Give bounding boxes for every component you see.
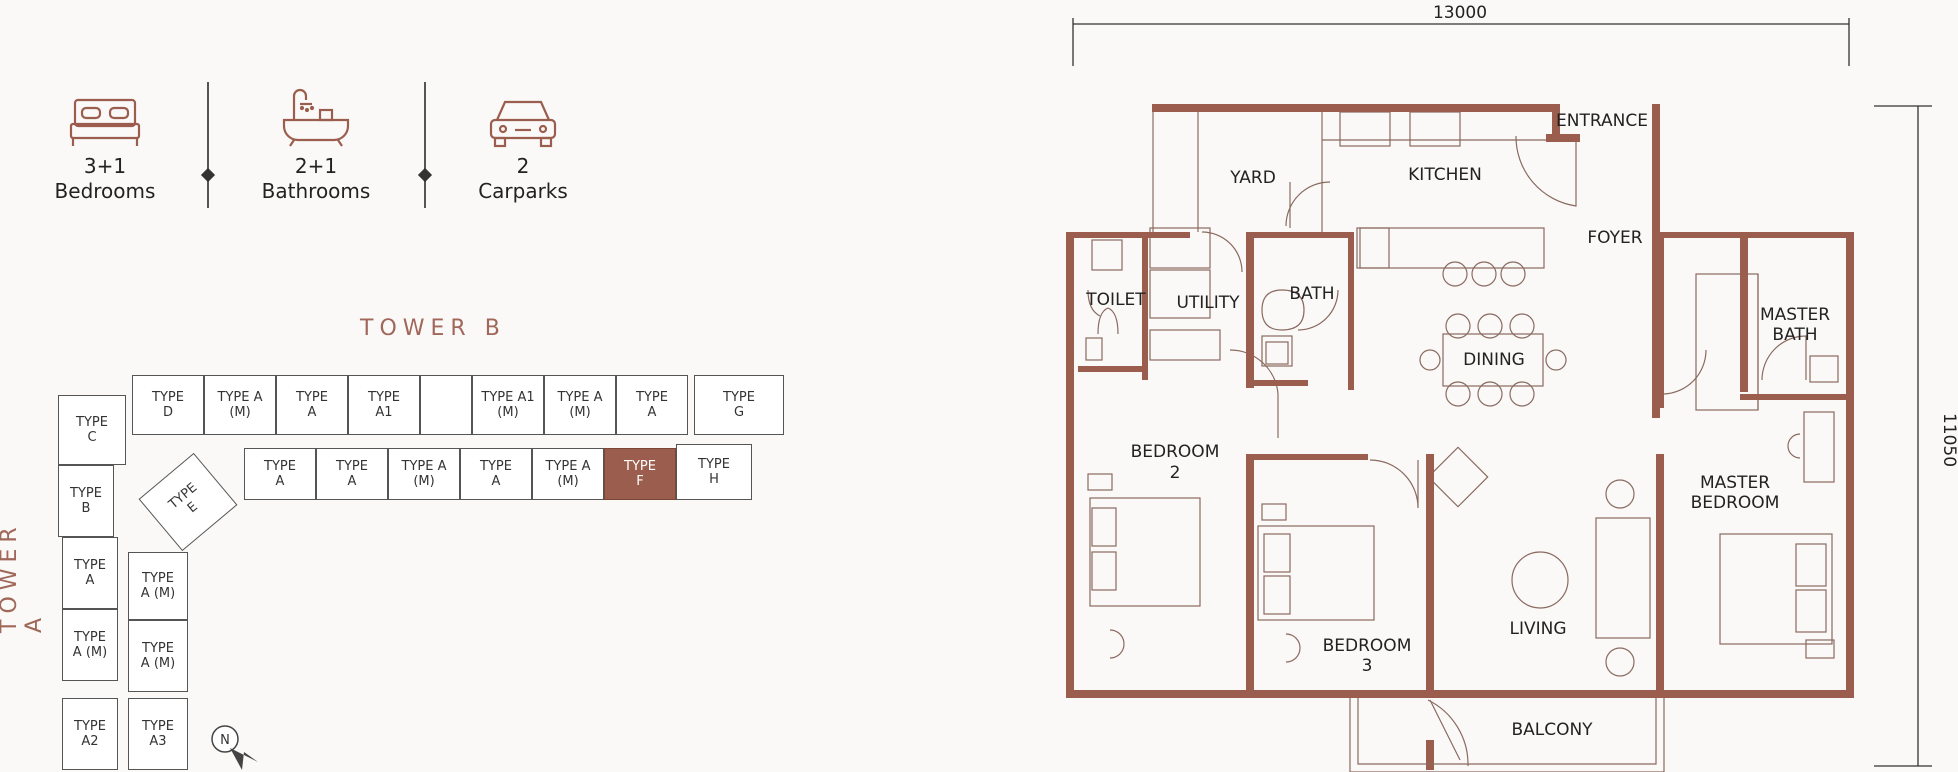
unit-type-a-m: TYPE A (M) — [532, 448, 604, 500]
unit-type-f-highlighted: TYPE F — [604, 448, 676, 500]
stat-divider — [424, 82, 426, 208]
bathtub-icon — [282, 88, 350, 147]
unit-type-a2: TYPE A2 — [62, 698, 118, 770]
unit-type-a-m: TYPE A (M) — [62, 609, 118, 681]
room-bath: BATH — [1289, 284, 1334, 304]
width-dimension: 13000 — [1433, 3, 1487, 23]
stat-carparks: 2 Carparks — [448, 94, 598, 204]
room-master-bedroom-line2: BEDROOM — [1691, 493, 1780, 513]
north-label: N — [220, 733, 230, 748]
unit-type-c: TYPE C — [58, 395, 126, 465]
unit-type-a: TYPE A — [244, 448, 316, 500]
bedrooms-label: Bedrooms — [54, 179, 156, 203]
stat-bathrooms: 2+1 Bathrooms — [241, 86, 391, 204]
unit-type-a1-m: TYPE A1 (M) — [472, 375, 544, 435]
stat-bedrooms: 3+1 Bedrooms — [30, 94, 180, 204]
unit-type-a3: TYPE A3 — [128, 698, 188, 770]
bathrooms-count: 2+1 — [294, 154, 338, 178]
unit-type-a: TYPE A — [316, 448, 388, 500]
stat-divider — [207, 82, 209, 208]
room-toilet: TOILET — [1085, 290, 1146, 310]
room-foyer: FOYER — [1587, 228, 1642, 248]
carparks-count: 2 — [516, 154, 530, 178]
unit-type-a-m: TYPE A (M) — [544, 375, 616, 435]
unit-type-a: TYPE A — [62, 537, 118, 609]
room-balcony: BALCONY — [1511, 720, 1593, 740]
room-bedroom-2-line1: BEDROOM — [1131, 442, 1220, 462]
room-living: LIVING — [1509, 619, 1566, 639]
north-arrow-icon: N — [211, 725, 258, 770]
room-bedroom-3-line1: BEDROOM — [1323, 636, 1412, 656]
unit-type-e: TYPE E — [138, 452, 238, 552]
room-master-bedroom-line1: MASTER — [1700, 473, 1770, 493]
room-bedroom-2-line2: 2 — [1170, 463, 1181, 483]
unit-type-a-m: TYPE A (M) — [128, 620, 188, 692]
unit-type-a1: TYPE A1 — [348, 375, 420, 435]
unit-type-b: TYPE B — [58, 465, 114, 537]
room-entrance: ENTRANCE — [1556, 111, 1648, 131]
divider-diamond — [417, 167, 433, 183]
room-bedroom-3-line2: 3 — [1362, 656, 1373, 676]
tower-a-label: TOWER A — [0, 521, 47, 633]
car-icon — [489, 100, 557, 148]
unit-type-a-m: TYPE A (M) — [128, 552, 188, 620]
floor-plan: 13000 11050 — [1066, 3, 1958, 772]
bed-icon — [69, 98, 141, 146]
unit-type-h: TYPE H — [676, 444, 752, 500]
unit-type-d: TYPE D — [132, 375, 204, 435]
unit-type-a: TYPE A — [616, 375, 688, 435]
bathrooms-label: Bathrooms — [261, 179, 371, 203]
unit-type-a-m: TYPE A (M) — [204, 375, 276, 435]
divider-diamond — [200, 167, 216, 183]
unit-type-a: TYPE A — [460, 448, 532, 500]
tower-b-label: TOWER B — [360, 316, 506, 341]
carparks-label: Carparks — [478, 179, 568, 203]
room-yard: YARD — [1229, 168, 1276, 188]
room-master-bath-line2: BATH — [1772, 325, 1817, 345]
room-utility: UTILITY — [1176, 293, 1240, 313]
bedrooms-count: 3+1 — [83, 154, 127, 178]
room-dining: DINING — [1463, 350, 1525, 370]
room-kitchen: KITCHEN — [1408, 165, 1482, 185]
unit-core — [420, 375, 472, 435]
unit-type-g: TYPE G — [694, 375, 784, 435]
height-dimension: 11050 — [1939, 413, 1958, 467]
room-master-bath-line1: MASTER — [1760, 305, 1830, 325]
unit-type-a-m: TYPE A (M) — [388, 448, 460, 500]
unit-type-a: TYPE A — [276, 375, 348, 435]
